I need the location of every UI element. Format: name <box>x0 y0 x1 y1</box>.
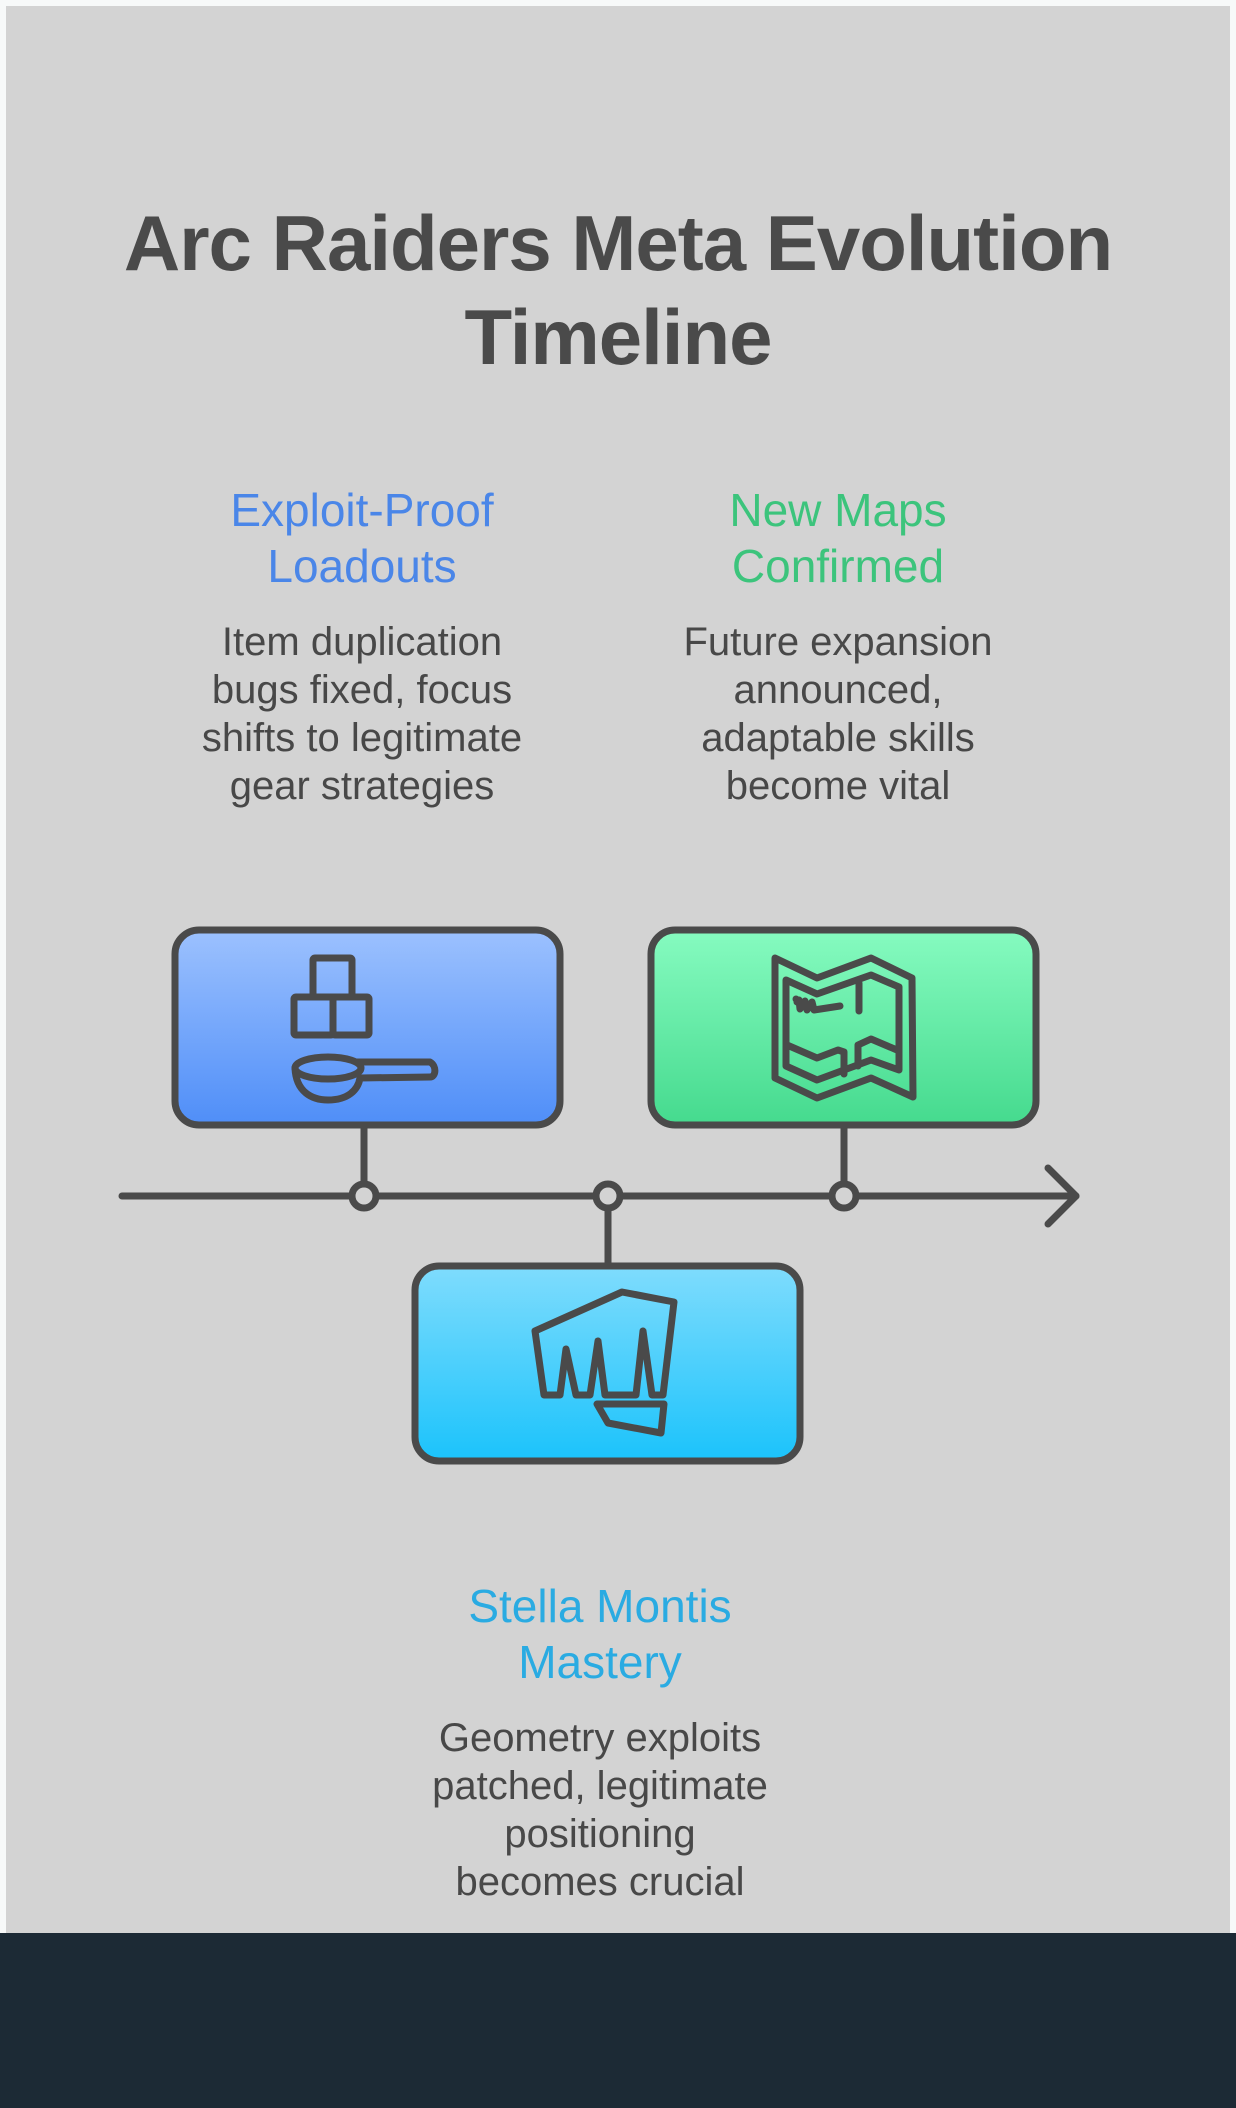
folded-map-icon <box>771 954 917 1102</box>
description-line: Item duplication <box>221 620 503 664</box>
description-line: becomes crucial <box>455 1860 745 1904</box>
arrow-head-icon <box>1044 1164 1080 1228</box>
event-description: Item duplication bugs fixed, focus shift… <box>152 618 572 810</box>
heading-line: New Maps <box>729 484 947 536</box>
event-heading: New Maps Confirmed <box>628 482 1048 594</box>
description-line: positioning <box>504 1812 696 1856</box>
event-card-cyan <box>411 1262 804 1465</box>
page-title: Arc Raiders Meta Evolution Timeline <box>0 196 1236 384</box>
description-line: adaptable skills <box>701 716 975 760</box>
event-stella-montis-mastery: Stella Montis Mastery Geometry exploits … <box>390 1578 810 1906</box>
heading-line: Confirmed <box>731 540 945 592</box>
description-line: announced, <box>733 668 943 712</box>
timeline-node-3 <box>592 1180 624 1212</box>
title-line-2: Timeline <box>464 293 772 381</box>
timeline-node-1 <box>348 1180 380 1212</box>
event-description: Future expansion announced, adaptable sk… <box>628 618 1048 810</box>
event-heading: Exploit-Proof Loadouts <box>152 482 572 594</box>
footer-bar <box>0 1933 1236 2108</box>
event-new-maps-confirmed: New Maps Confirmed Future expansion anno… <box>628 482 1048 810</box>
fist-icon <box>531 1288 678 1437</box>
heading-line: Mastery <box>518 1636 682 1688</box>
description-line: become vital <box>725 764 951 808</box>
title-line-1: Arc Raiders Meta Evolution <box>123 199 1113 287</box>
heading-line: Loadouts <box>267 540 457 592</box>
description-line: bugs fixed, focus <box>211 668 513 712</box>
timeline-node-2 <box>828 1180 860 1212</box>
description-line: shifts to legitimate <box>201 716 523 760</box>
sugar-cubes-scoop-icon <box>290 954 439 1104</box>
event-exploit-proof-loadouts: Exploit-Proof Loadouts Item duplication … <box>152 482 572 810</box>
event-card-green <box>647 926 1040 1129</box>
event-heading: Stella Montis Mastery <box>390 1578 810 1690</box>
heading-line: Stella Montis <box>468 1580 732 1632</box>
description-line: gear strategies <box>229 764 495 808</box>
heading-line: Exploit-Proof <box>230 484 494 536</box>
description-line: patched, legitimate <box>432 1764 768 1808</box>
description-line: Geometry exploits <box>438 1716 762 1760</box>
description-line: Future expansion <box>683 620 993 664</box>
event-description: Geometry exploits patched, legitimate po… <box>390 1714 810 1906</box>
